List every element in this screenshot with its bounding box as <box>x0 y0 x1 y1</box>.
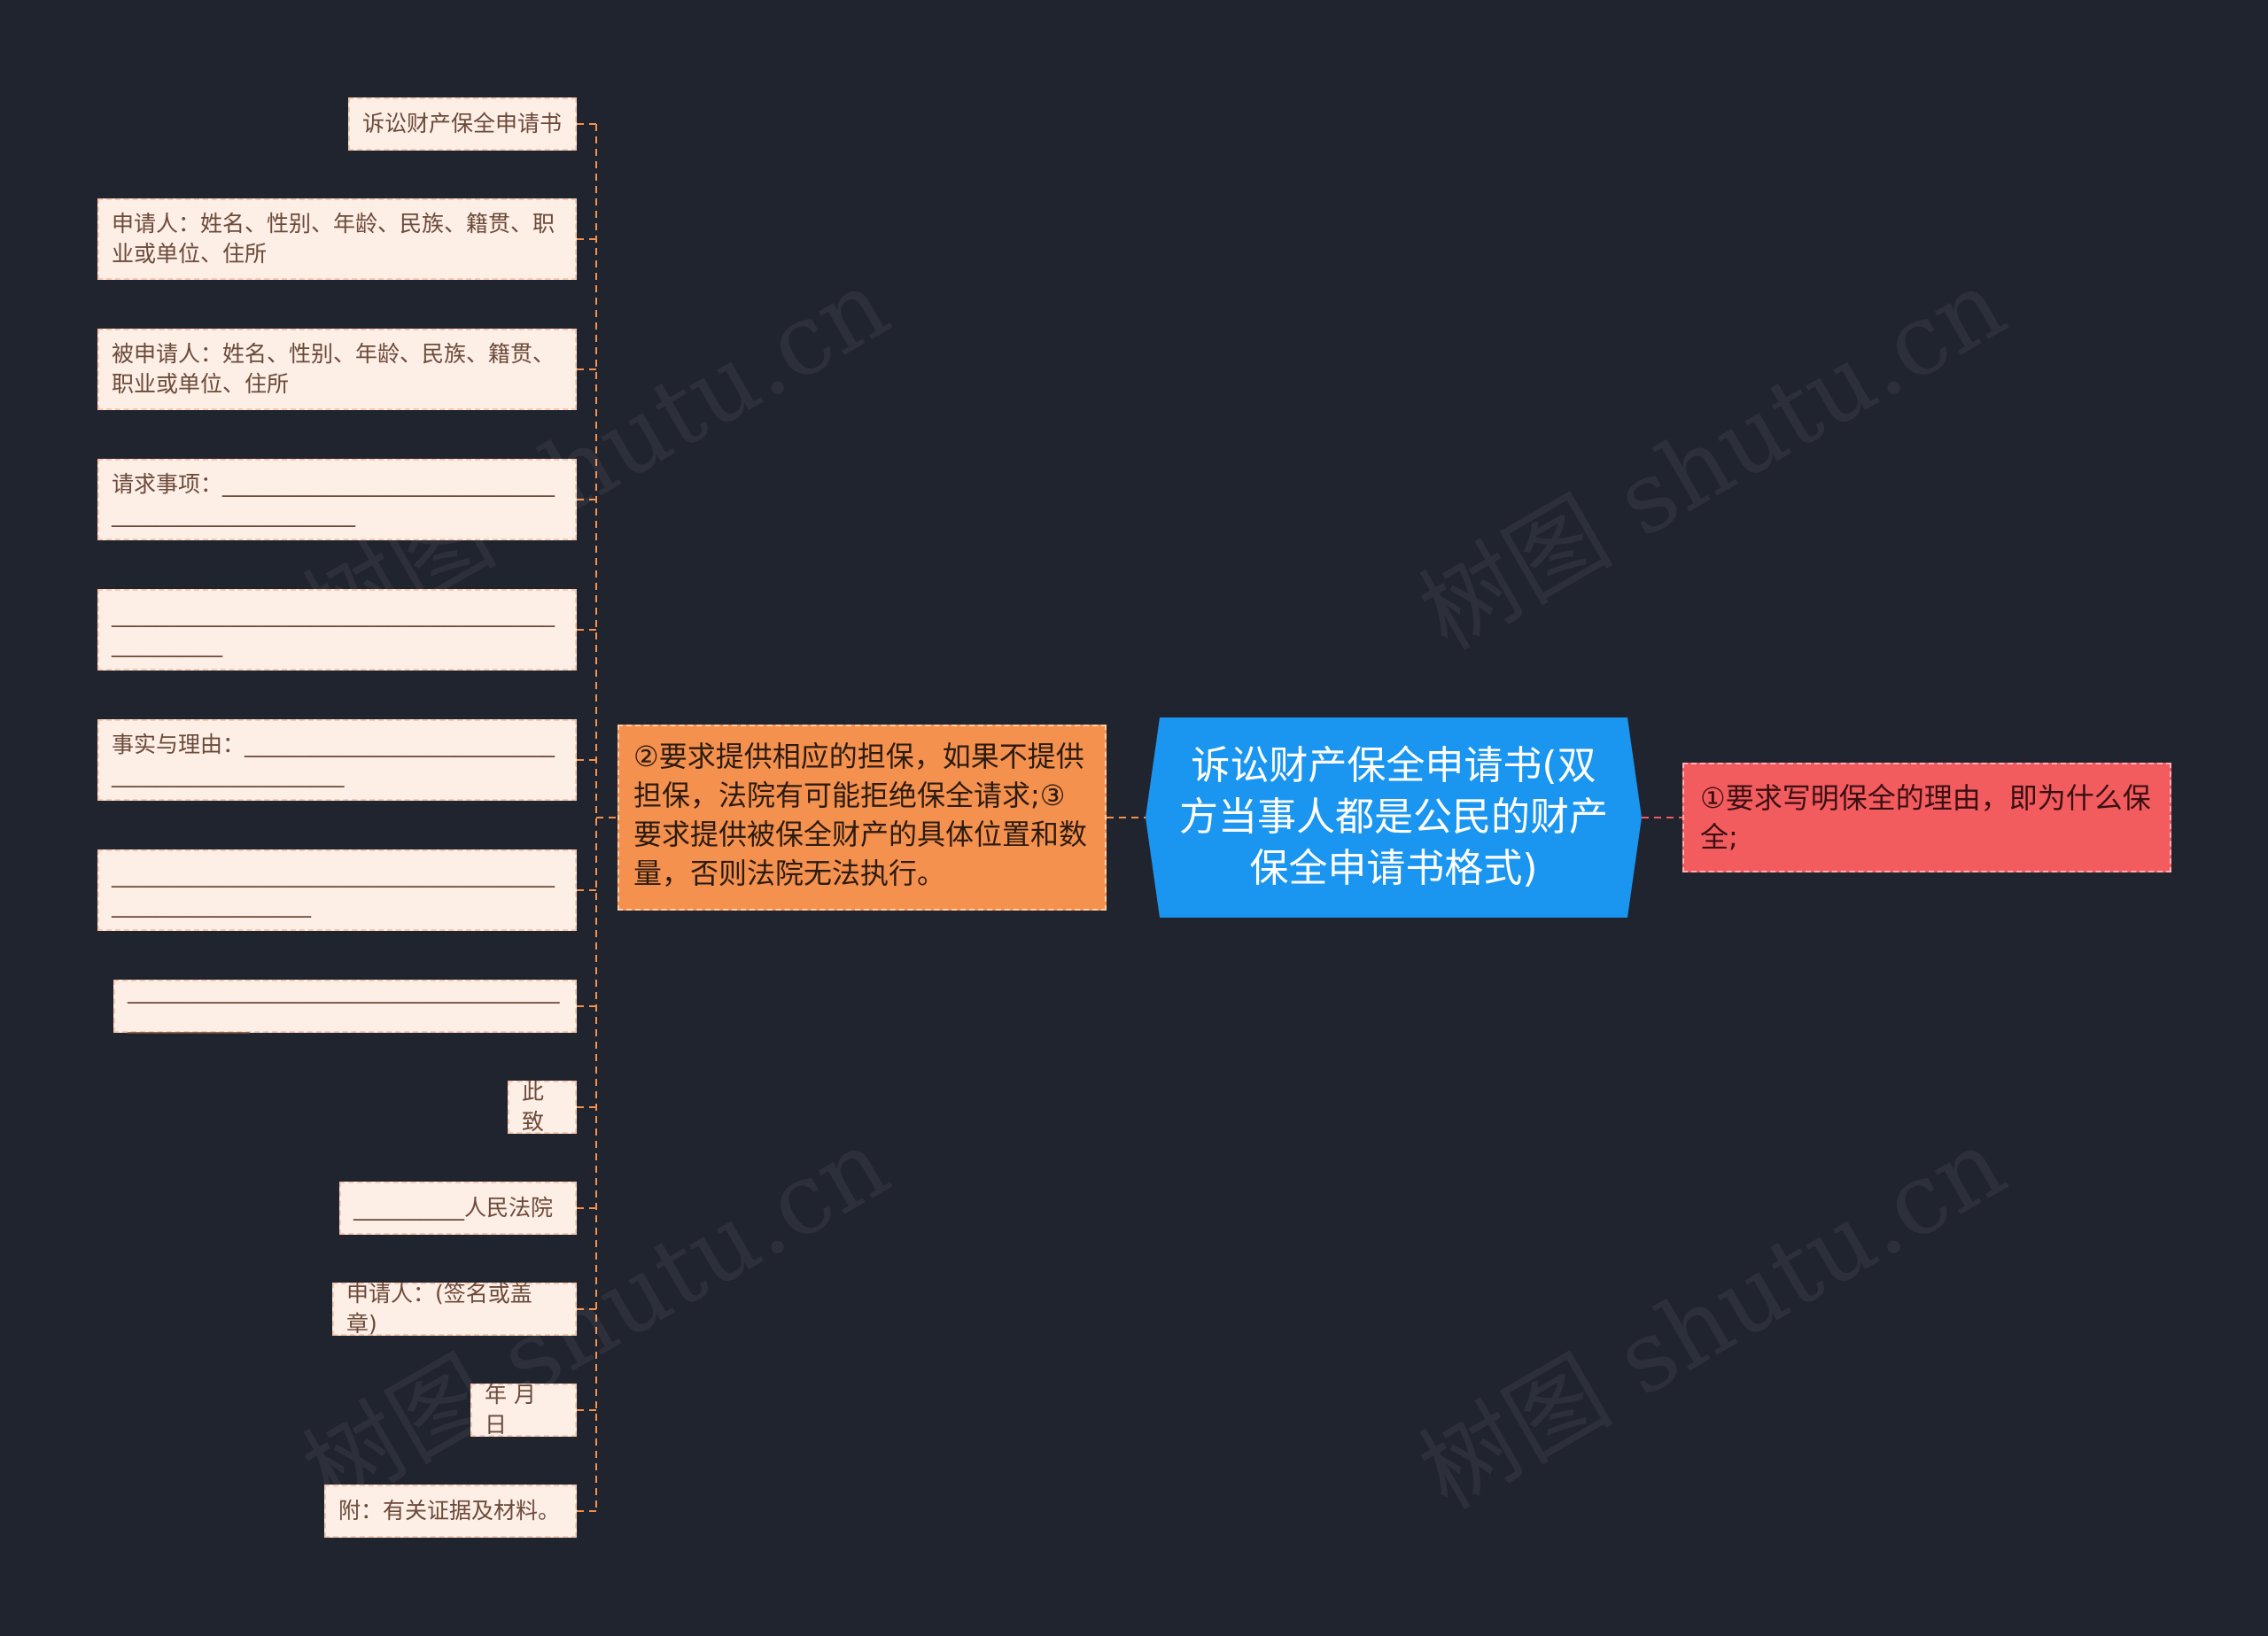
branch-node-reason[interactable]: ①要求写明保全的理由，即为什么保全; <box>1682 763 2171 872</box>
central-topic-shape <box>1146 717 1642 918</box>
leaf-label: 申请人：(签名或盖章) <box>346 1281 532 1337</box>
central-topic-label: 诉讼财产保全申请书(双方当事人都是公民的财产保全申请书格式) <box>1179 743 1608 891</box>
leaf-label: 附：有关证据及材料。 <box>338 1498 561 1524</box>
leaf-label: 年 月 日 <box>485 1382 543 1438</box>
leaf-node[interactable]: 附：有关证据及材料。 <box>324 1485 577 1538</box>
leaf-node[interactable]: 申请人：(签名或盖章) <box>332 1281 577 1337</box>
leaf-node[interactable]: 请求事项：___________________________________… <box>97 459 577 540</box>
leaf-label: 被申请人：姓名、性别、年龄、民族、籍贯、职业或单位、住所 <box>112 341 555 397</box>
leaf-node[interactable]: 事实与理由：__________________________________… <box>97 719 577 801</box>
leaf-label: 申请人：姓名、性别、年龄、民族、籍贯、职业或单位、住所 <box>112 211 555 267</box>
leaf-label: ________________________________________… <box>128 978 560 1034</box>
leaf-node[interactable]: 申请人：姓名、性别、年龄、民族、籍贯、职业或单位、住所 <box>97 198 577 280</box>
leaf-node[interactable]: ________________________________________… <box>97 849 577 931</box>
leaf-label: __________人民法院 <box>353 1195 554 1221</box>
branch-node-requirements[interactable]: ②要求提供相应的担保，如果不提供担保，法院有可能拒绝保全请求;③要求提供被保全财… <box>617 725 1107 911</box>
leaf-node[interactable]: ________________________________________… <box>97 589 577 671</box>
leaf-label: ________________________________________… <box>112 862 555 918</box>
leaf-node[interactable]: 年 月 日 <box>470 1382 577 1438</box>
leaf-node[interactable]: 诉讼财产保全申请书 <box>348 97 577 151</box>
central-topic[interactable]: 诉讼财产保全申请书(双方当事人都是公民的财产保全申请书格式) <box>1146 717 1642 918</box>
leaf-node[interactable]: ________________________________________… <box>113 978 577 1034</box>
leaf-label: 此致 <box>522 1079 545 1135</box>
leaf-node[interactable]: 此致 <box>508 1079 577 1135</box>
leaf-label: 诉讼财产保全申请书 <box>362 111 563 136</box>
leaf-label: 请求事项：___________________________________… <box>112 471 555 527</box>
leaf-node[interactable]: __________人民法院 <box>339 1182 577 1235</box>
leaf-label: ________________________________________… <box>112 601 555 657</box>
leaf-node[interactable]: 被申请人：姓名、性别、年龄、民族、籍贯、职业或单位、住所 <box>97 329 577 410</box>
leaf-label: 事实与理由：__________________________________… <box>112 732 555 787</box>
